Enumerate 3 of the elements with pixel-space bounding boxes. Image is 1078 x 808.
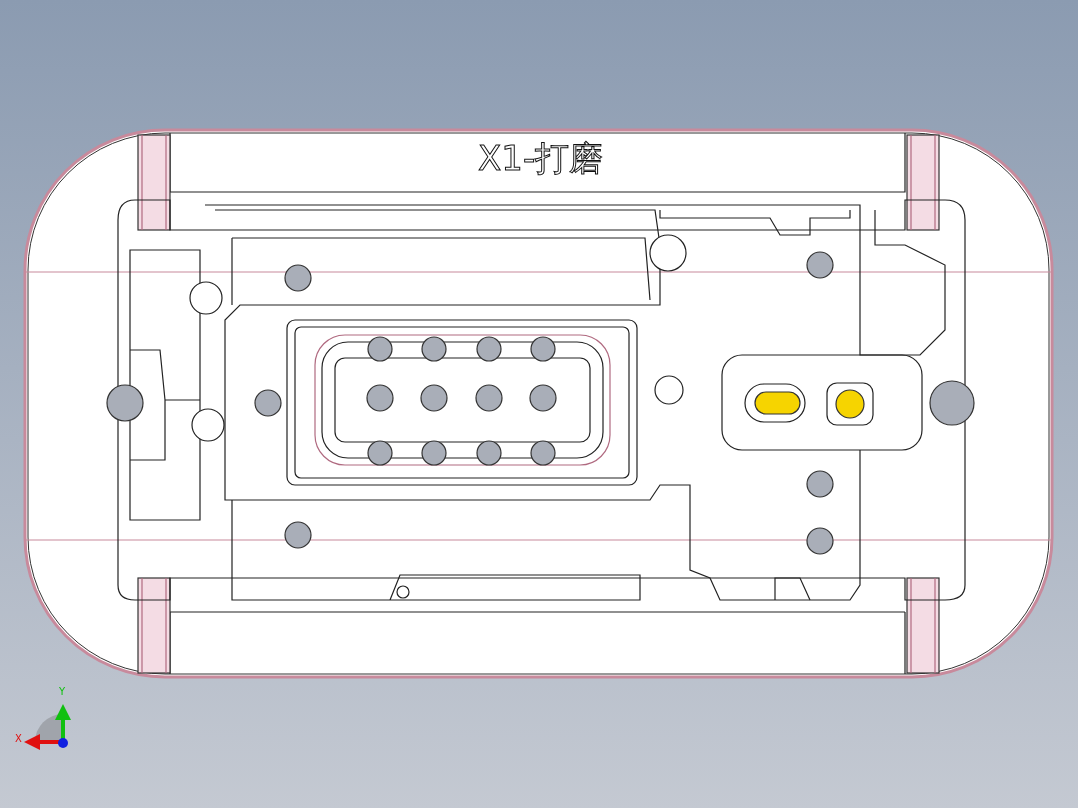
axis-label: Y <box>59 686 66 697</box>
axis-label: X <box>15 733 22 744</box>
engraved-text: X1-打磨 <box>478 137 604 180</box>
